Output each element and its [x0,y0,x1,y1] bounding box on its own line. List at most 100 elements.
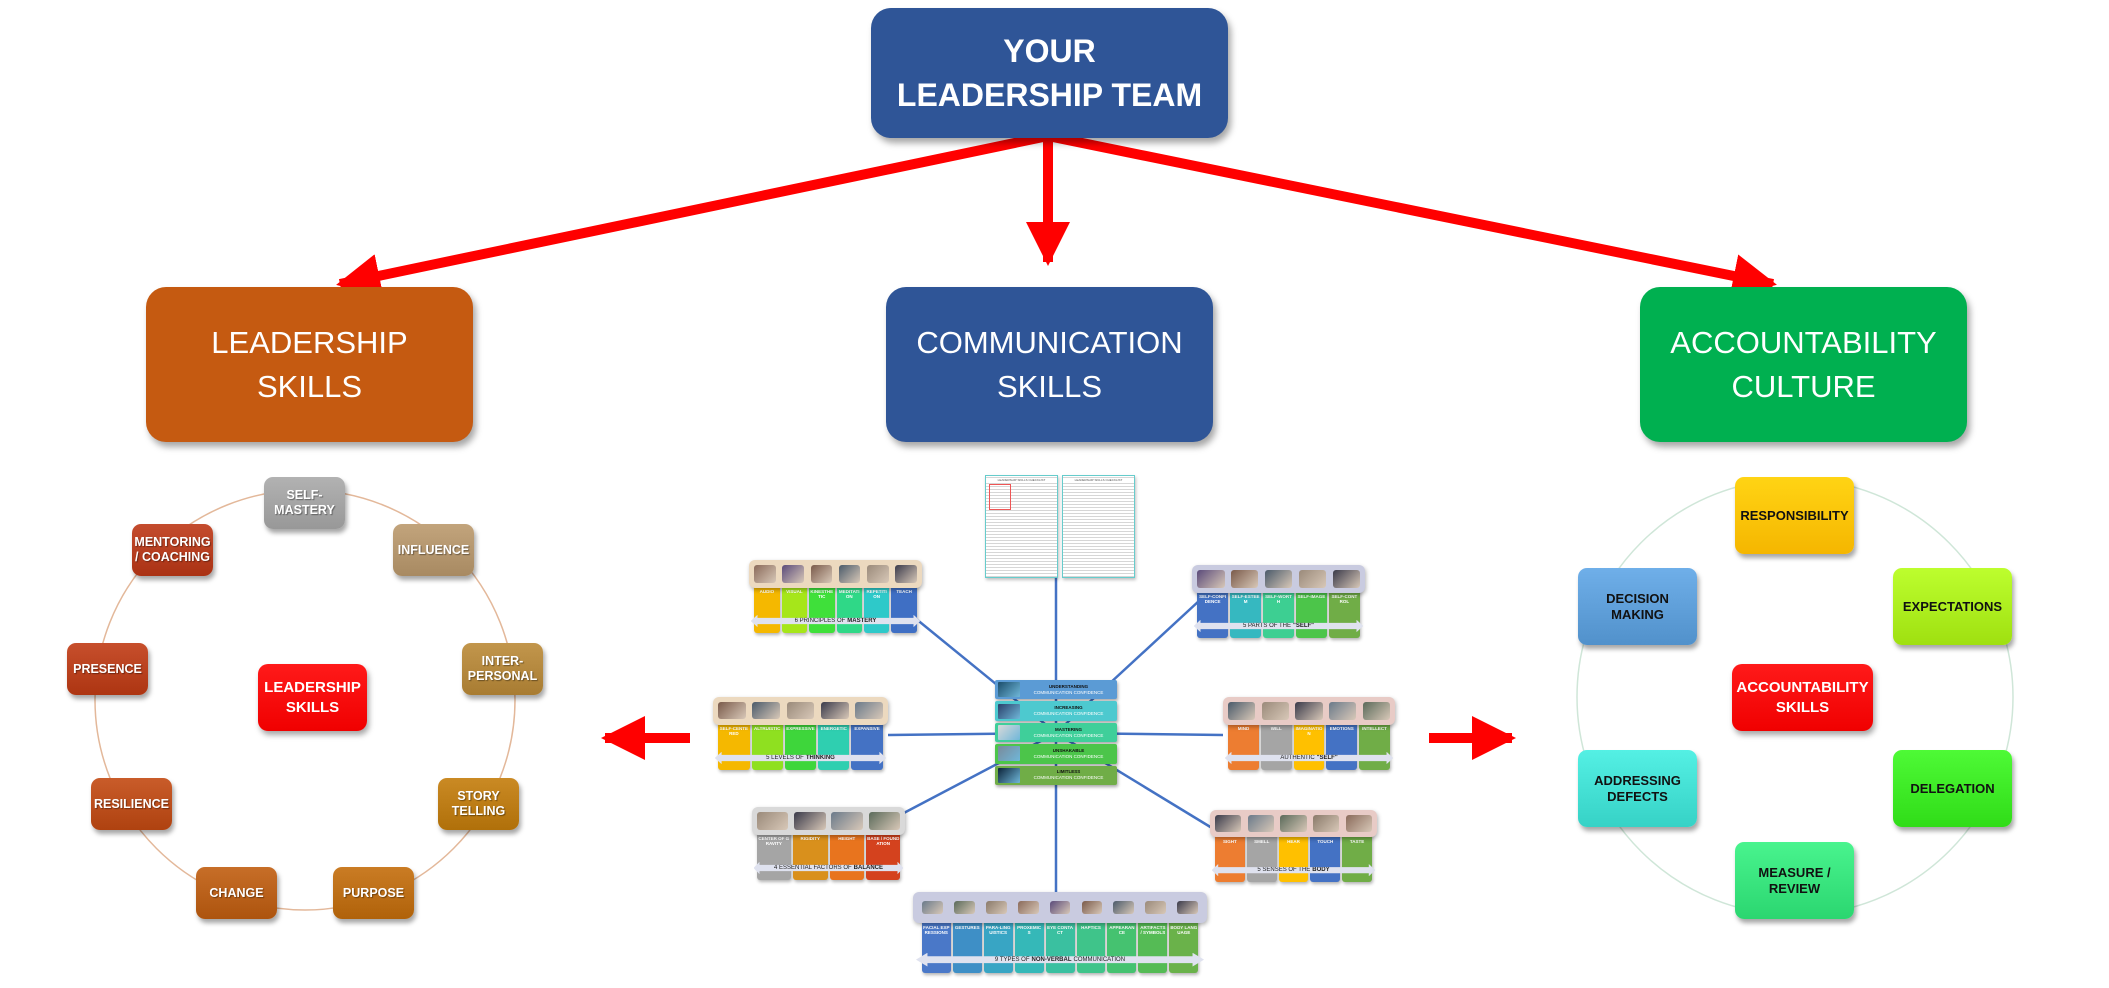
accountability-culture-box: ACCOUNTABILITY CULTURE [1640,287,1967,442]
panel-column: AUDIO [754,580,780,633]
photo [1113,900,1135,914]
leadership-skills-box: LEADERSHIP SKILLS [146,287,473,442]
photo [1049,900,1071,914]
checklist-title: LEADERSHIP SKILLS CHECKLIST [1063,478,1134,482]
node-line2: MASTERY [274,503,335,517]
photo [985,900,1007,914]
bar-level: MASTERING [1055,726,1082,732]
photo [1231,570,1259,588]
panel-column: HEAR [1278,830,1309,882]
panel-column: ARTIFACTS / SYMBOLS [1138,914,1168,973]
node-line1: INTER- [481,654,524,668]
accountability-node: EXPECTATIONS [1893,568,2012,645]
photo [1261,702,1289,720]
center-line2: SKILLS [285,698,340,716]
panel-column: SELF-CENTERED [718,717,750,770]
checklist-page: LEADERSHIP SKILLS CHECKLIST [1062,475,1135,578]
panel-column: PARA-LINGUISTICS [983,914,1013,973]
photo [1362,702,1390,720]
accountability-node: MEASURE /REVIEW [1735,842,1854,919]
caption-text: 5 SENSES OF THE [1257,867,1311,874]
panel-column: TEACH [891,580,917,633]
center-line1: ACCOUNTABILITY [1736,678,1869,696]
leadership-line1: LEADERSHIP [211,324,408,360]
photo [754,565,776,583]
panel-column: SIGHT [1215,830,1245,882]
photo [1329,702,1357,720]
node-line1: MEASURE / [1758,864,1831,880]
panel-column: EMOTIONS [1326,717,1358,770]
node-line2: REVIEW [1768,880,1821,896]
caption-bold: BALANCE [853,864,884,871]
photo [1081,900,1103,914]
center-line2: SKILLS [1775,698,1830,716]
photo [921,900,943,914]
leadership-node: RESILIENCE [91,778,172,830]
caption-text: 4 ESSENTIAL FACTORS OF [773,864,852,871]
caption-bold: "SELF" [1316,754,1338,761]
node-line2: MAKING [1611,606,1664,622]
panel-column: SELF-WORTH [1263,585,1294,638]
node-line1: SELF- [286,488,323,502]
photo [1295,702,1323,720]
photo [831,811,864,831]
photo [1177,900,1199,914]
photo [1228,702,1256,720]
photo [1332,570,1360,588]
panel-column: EXPANSIVE [851,717,883,770]
caption-text: 6 PRINCIPLES OF [794,617,846,624]
panel-column: PROXEMICS [1014,914,1044,973]
panel-column: SMELL [1246,830,1277,882]
node-line1: CHANGE [209,885,264,900]
panel-column: SELF-ESTEEM [1230,585,1262,638]
node-line2: PERSONAL [467,669,538,683]
photo-strip [749,560,922,588]
panel-column: ALTRUISTIC [751,717,783,770]
panel-column: SELF-IMAGE [1295,585,1327,638]
arrow-to-accountability [1046,131,1777,298]
caption-text: AUTHENTIC [1280,754,1315,761]
panel-column: WILL [1260,717,1292,770]
photo [868,811,901,831]
photo [1312,815,1340,833]
panel-column: MEDITATION [836,580,862,633]
photo [866,565,889,583]
arrow-to-leadership [336,131,1050,298]
photo [1197,570,1225,588]
accountability-node: RESPONSIBILITY [1735,477,1854,554]
caption-bold: MASTERY [847,617,877,624]
photo [1264,570,1293,588]
photo-strip [1223,697,1395,725]
photo [752,702,781,720]
panel-column: BASE / FOUNDATION [865,827,901,880]
photo [810,565,833,583]
checklist-page: LEADERSHIP SKILLS CHECKLIST [985,475,1058,578]
bar-photo [998,746,1020,762]
leadership-skills-center: LEADERSHIP SKILLS [258,664,367,731]
photo-strip [1192,565,1365,593]
bar-level: INCREASING [1054,705,1083,711]
photo [820,702,849,720]
panel-column: IMAGINATION [1293,717,1325,770]
panel-column: EYE CONTACT [1045,914,1075,973]
leadership-node: PURPOSE [333,867,414,919]
photo [1017,900,1039,914]
photo [838,565,861,583]
bar-photo [998,767,1020,783]
